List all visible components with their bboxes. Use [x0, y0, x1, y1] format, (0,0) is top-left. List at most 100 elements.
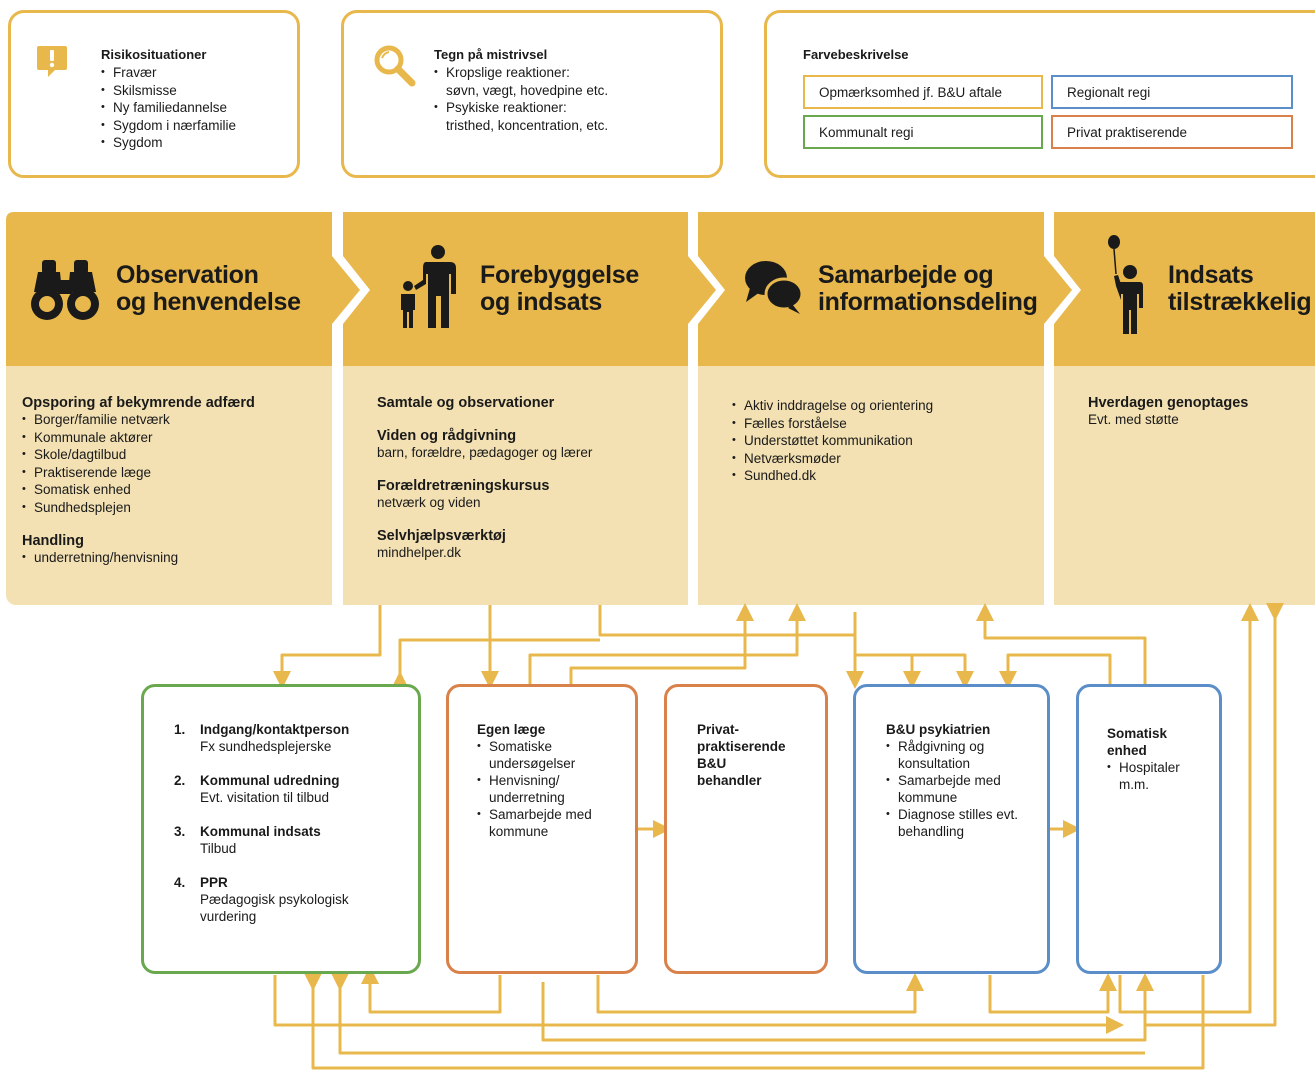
risk-list: Fravær Skilsmisse Ny familiedannelse Syg…: [101, 64, 291, 152]
list-item: Skole/dagtilbud: [22, 446, 322, 464]
binoculars-icon: [30, 258, 100, 322]
connector: [528, 603, 806, 685]
connector: [368, 975, 502, 1014]
stage-title-indsats: Indsats tilstrækkelig: [1168, 261, 1312, 316]
stage-list: Borger/familie netværk Kommunale aktører…: [22, 411, 322, 516]
stage-headers: [6, 212, 1315, 366]
box-title: B&U psykiatrien: [886, 722, 991, 737]
stage-text: Evt. med støtte: [1088, 412, 1179, 427]
stage-title-forebyggelse: Forebyggelse og indsats: [480, 262, 639, 316]
stage-title-samarbejde: Samarbejde og informationsdeling: [818, 262, 1038, 316]
list-item: Skilsmisse: [101, 82, 291, 100]
connector: [569, 603, 754, 685]
list-item: Understøttet kommunikation: [732, 432, 1032, 450]
box-title: Privat- praktiserende B&U behandler: [697, 721, 817, 789]
item-detail: Pædagogisk psykologisk vurdering: [200, 892, 349, 924]
item-detail: Tilbud: [200, 841, 237, 856]
item-number: 2.: [174, 773, 186, 788]
stage-body-observation: Opsporing af bekymrende adfærd Borger/fa…: [6, 366, 332, 605]
list-item: Henvisning/ underretning: [477, 772, 627, 806]
title-line: Somatisk: [1107, 726, 1168, 741]
legend-item-kommunalt: Kommunalt regi: [803, 115, 1043, 149]
stage-list: underretning/henvisning: [22, 549, 322, 567]
item-title: Kommunal udredning: [200, 773, 340, 788]
psyk-list: Rådgivning og konsultation Samarbejde me…: [886, 738, 1036, 840]
list-item: Diagnose stilles evt. behandling: [886, 806, 1036, 840]
list-item: Netværksmøder: [732, 450, 1032, 468]
connector: [304, 973, 1205, 1070]
item-number: 4.: [174, 875, 186, 890]
stage-body-indsats: Hverdagen genoptages Evt. med støtte: [1054, 366, 1315, 605]
item-title: Kommunal indsats: [200, 824, 321, 839]
connector: [999, 653, 1112, 689]
legend-item-privat: Privat praktiserende: [1051, 115, 1293, 149]
connector: [976, 603, 1147, 685]
psyk-box: B&U psykiatrien Rådgivning og konsultati…: [853, 684, 1050, 974]
risk-title: Risikosituationer: [101, 47, 207, 62]
connector: [400, 612, 848, 685]
list-item: Kropslige reaktioner:søvn, vægt, hovedpi…: [434, 64, 714, 99]
laege-list: Somatiske undersøgelser Henvisning/ unde…: [477, 738, 627, 840]
person-balloon-icon: [1106, 234, 1146, 336]
legend-title: Farvebeskrivelse: [803, 47, 909, 62]
list-item: Psykiske reaktioner: tristhed, koncentrat…: [434, 99, 714, 134]
legend-item-opmaerksomhed: Opmærksomhed jf. B&U aftale: [803, 75, 1043, 109]
item-title: PPR: [200, 875, 228, 890]
connector: [331, 973, 1145, 1055]
list-item: 4. PPR Pædagogisk psykologisk vurdering: [174, 874, 404, 925]
list-item: Sygdom: [101, 134, 291, 152]
stage-title-line: Forebyggelse: [480, 261, 639, 289]
connector: [273, 605, 382, 689]
connector: [598, 605, 864, 689]
item-number: 3.: [174, 824, 186, 839]
title-line: B&U: [697, 756, 727, 771]
stage-heading: Forældretræningskursus: [377, 478, 550, 494]
connector: [1118, 603, 1259, 1014]
connector: [853, 612, 921, 689]
stage-body-samarbejde: Aktiv inddragelse og orientering Fælles …: [698, 366, 1044, 605]
title-line: Privat-: [697, 722, 740, 737]
list-item: Samarbejde med kommune: [477, 806, 627, 840]
list-item: Praktiserende læge: [22, 464, 322, 482]
list-item: Somatisk enhed: [22, 481, 322, 499]
stage-title-line: Observation: [116, 261, 259, 289]
item-title: Indgang/kontaktperson: [200, 722, 350, 737]
warning-icon: [35, 44, 69, 78]
stage-header-1: [6, 212, 360, 366]
sign-detail: tristhed, koncentration, etc.: [446, 117, 609, 133]
speech-bubbles-icon: [744, 258, 804, 314]
connector: [541, 973, 1154, 1042]
list-item: underretning/henvisning: [22, 549, 322, 567]
list-item: Kommunale aktører: [22, 429, 322, 447]
list-item: Ny familiedannelse: [101, 99, 291, 117]
stage-title-observation: Observation og henvendelse: [116, 262, 301, 316]
sign-label: Psykiske reaktioner:: [446, 100, 567, 115]
title-line: behandler: [697, 773, 762, 788]
list-item: Sundhed.dk: [732, 467, 1032, 485]
title-line: enhed: [1107, 743, 1147, 758]
list-item: Somatiske undersøgelser: [477, 738, 627, 772]
list-item: Sundhedsplejen: [22, 499, 322, 517]
stage-header-3: [698, 212, 1072, 366]
stage-heading: Samtale og observationer: [377, 395, 555, 411]
stage-text: netværk og viden: [377, 495, 481, 510]
item-number: 1.: [174, 722, 186, 737]
connector: [273, 975, 1124, 1034]
stage-title-line: Indsats: [1168, 261, 1254, 289]
stage-title-line: og indsats: [480, 288, 603, 316]
stage-heading: Opsporing af bekymrende adfærd: [22, 395, 255, 411]
stage-text: barn, forældre, pædagoger og lærer: [377, 445, 593, 460]
parent-child-icon: [396, 244, 462, 330]
list-item: Samarbejde med kommune: [886, 772, 1036, 806]
connector: [988, 973, 1117, 1014]
connector: [1145, 603, 1284, 1027]
box-title: Somatisk enhed: [1107, 725, 1207, 759]
stage-text: mindhelper.dk: [377, 545, 462, 560]
somatisk-box: Somatisk enhed Hospitaler m.m.: [1076, 684, 1222, 974]
signs-title: Tegn på mistrivsel: [434, 47, 548, 62]
